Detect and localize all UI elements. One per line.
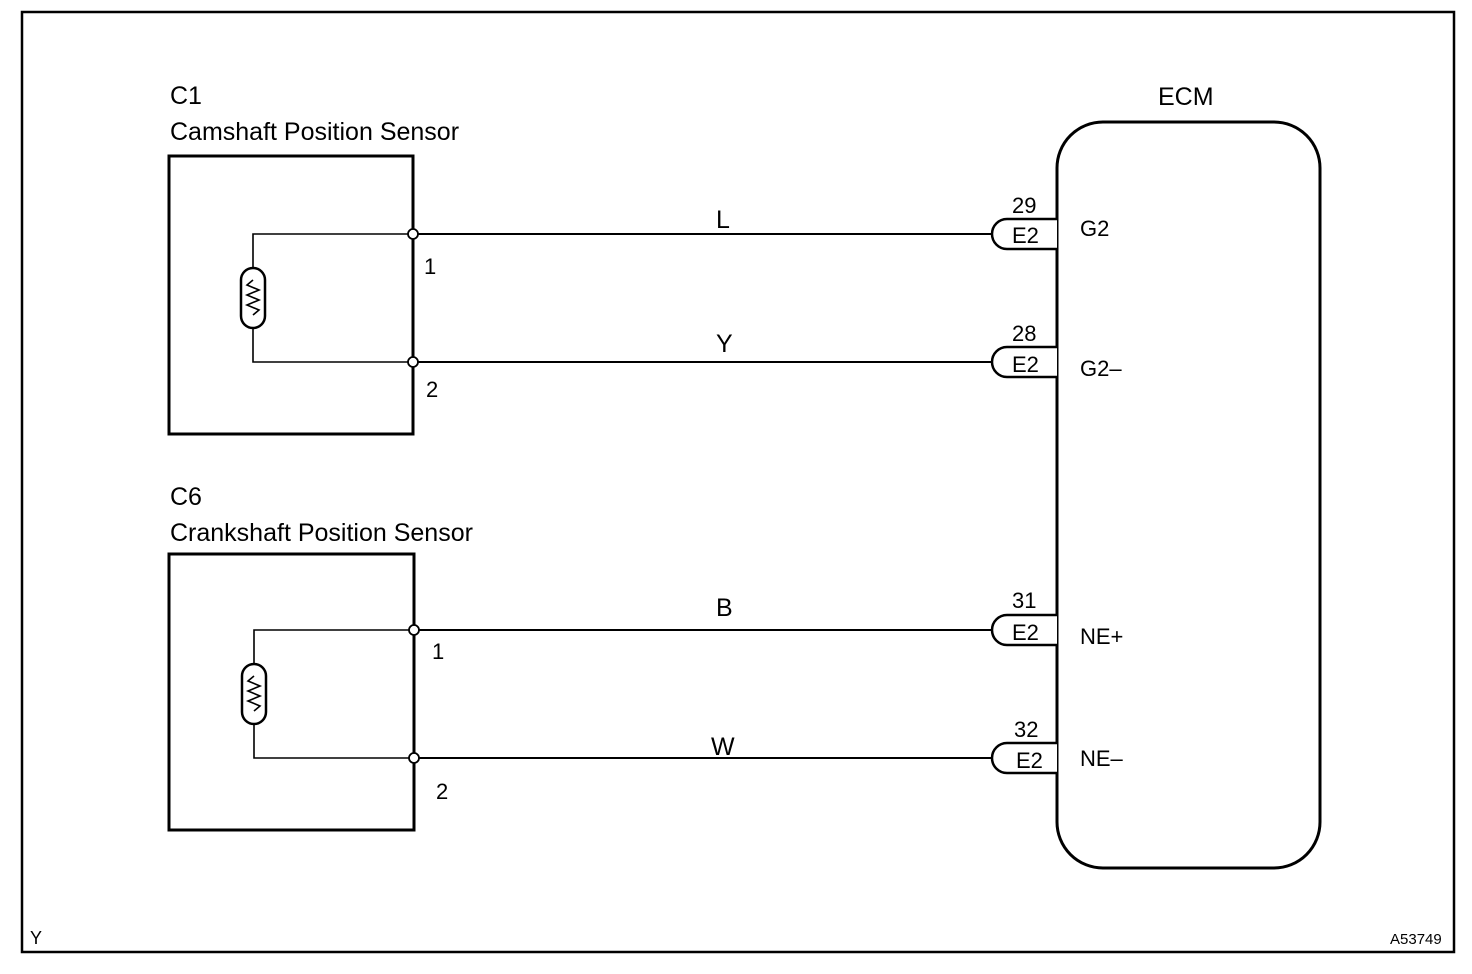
sensor-name-c6: Crankshaft Position Sensor: [170, 519, 473, 547]
terminal-dot-c1-2: [407, 356, 419, 368]
terminal-dot-c1-1: [407, 228, 419, 240]
wire-ne-minus: W E2 32 NE–: [419, 717, 1124, 775]
connector-code: E2: [1012, 620, 1039, 645]
ecm-terminal-name: G2–: [1080, 356, 1122, 381]
ecm-pin-number: 29: [1012, 193, 1036, 218]
diagram-frame: [20, 10, 1456, 954]
ecm-terminal-name: G2: [1080, 216, 1109, 241]
ecm-terminal-name: NE+: [1080, 624, 1123, 649]
sensor-internal-wiring-c1: [252, 233, 413, 363]
wire-ne-plus: B E2 31 NE+: [419, 588, 1123, 649]
ecm-terminal-name: NE–: [1080, 746, 1124, 771]
connector-code: E2: [1016, 748, 1043, 773]
wire-color-label: W: [711, 733, 735, 761]
figure-code-left: Y: [30, 928, 42, 948]
wire-color-label: L: [716, 206, 730, 234]
ecm-box: [1055, 120, 1322, 870]
wire-g2: L E2 29 G2: [418, 193, 1109, 251]
connector-code: E2: [1012, 223, 1039, 248]
crankshaft-position-sensor: C6 Crankshaft Position Sensor 1 2: [167, 483, 473, 832]
figure-code-right: A53749: [1390, 931, 1442, 948]
sensor-name-c1: Camshaft Position Sensor: [170, 118, 459, 146]
coil-zigzag-c1: [244, 279, 262, 316]
ecm-title: ECM: [1158, 83, 1214, 111]
terminal-dot-c6-2: [408, 752, 420, 764]
sensor-internal-wiring-c6: [253, 629, 414, 759]
ecm-pin-number: 32: [1014, 717, 1038, 742]
terminal-label-c1-2: 2: [426, 377, 438, 402]
wire-color-label: Y: [716, 330, 733, 358]
terminal-dot-c6-1: [408, 624, 420, 636]
ecm-pin-number: 31: [1012, 588, 1036, 613]
ecm-connector-pin: [990, 345, 1057, 379]
sensor-box-c1: [167, 154, 415, 436]
ecm-connector-pin: [990, 741, 1057, 775]
coil-zigzag-c6: [245, 675, 263, 712]
wire-g2-minus: Y E2 28 G2–: [418, 321, 1122, 381]
terminal-label-c6-1: 1: [432, 639, 444, 664]
wire-color-label: B: [716, 594, 733, 622]
sensor-code-c6: C6: [170, 483, 202, 511]
ecm-connector-pin: [990, 217, 1057, 251]
ecm-pin-number: 28: [1012, 321, 1036, 346]
sensor-code-c1: C1: [170, 82, 202, 110]
ecm-connector-pin: [990, 613, 1057, 647]
terminal-label-c6-2: 2: [436, 779, 448, 804]
camshaft-position-sensor: C1 Camshaft Position Sensor 1 2: [167, 82, 459, 436]
terminal-label-c1-1: 1: [424, 254, 436, 279]
sensor-box-c6: [167, 552, 416, 832]
connector-code: E2: [1012, 352, 1039, 377]
